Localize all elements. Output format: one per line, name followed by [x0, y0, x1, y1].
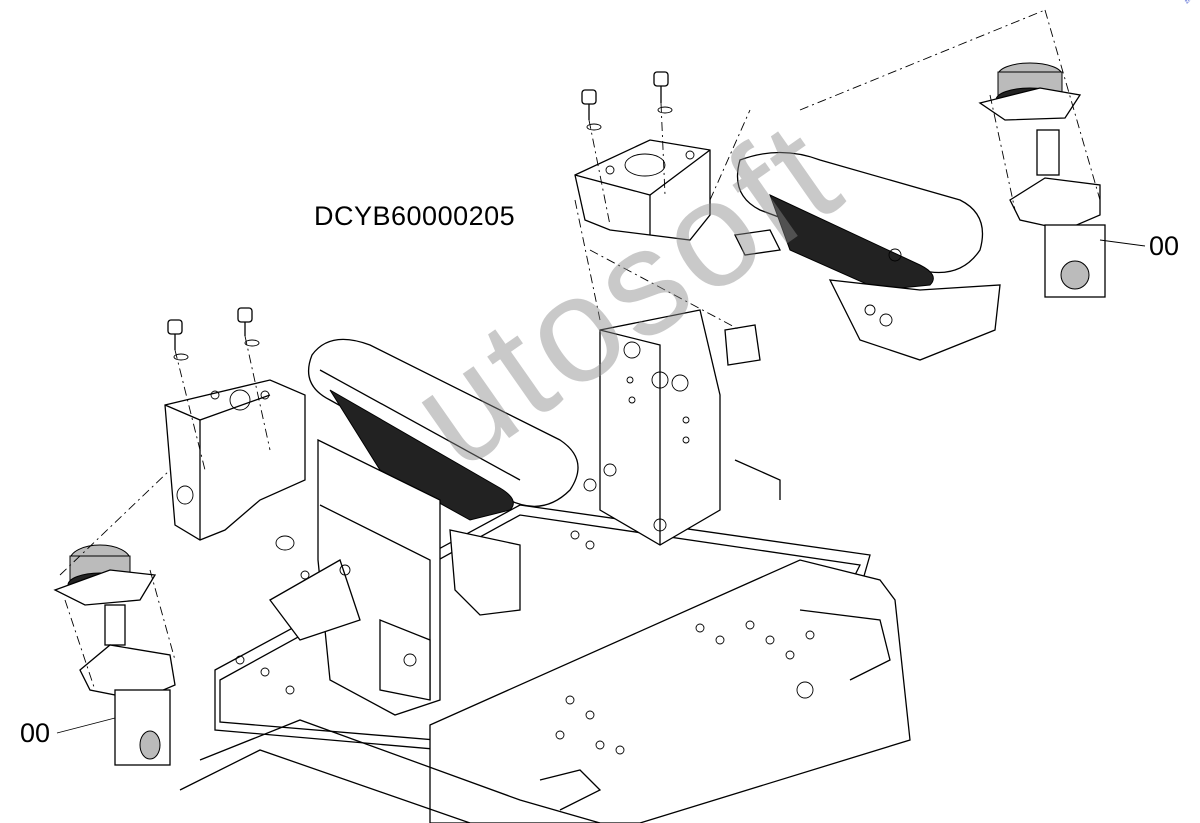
- leader-lines: [56, 239, 1146, 734]
- callout-label: 00: [20, 718, 51, 748]
- left-armrest-assembly: [269, 338, 579, 716]
- left-bracket: [164, 379, 306, 541]
- callout-label: 00: [1149, 231, 1180, 261]
- base-platform: [179, 459, 911, 823]
- rear-bracket: [574, 139, 711, 241]
- left-switch-assembly: [53, 544, 176, 766]
- explode-lines: [59, 9, 1101, 691]
- diagram-code-label: DCYB60000205: [314, 201, 516, 231]
- left-screws: [167, 307, 260, 361]
- right-switch-assembly: [978, 62, 1106, 298]
- right-armrest-assembly: [583, 151, 1001, 546]
- rear-screws: [581, 71, 673, 131]
